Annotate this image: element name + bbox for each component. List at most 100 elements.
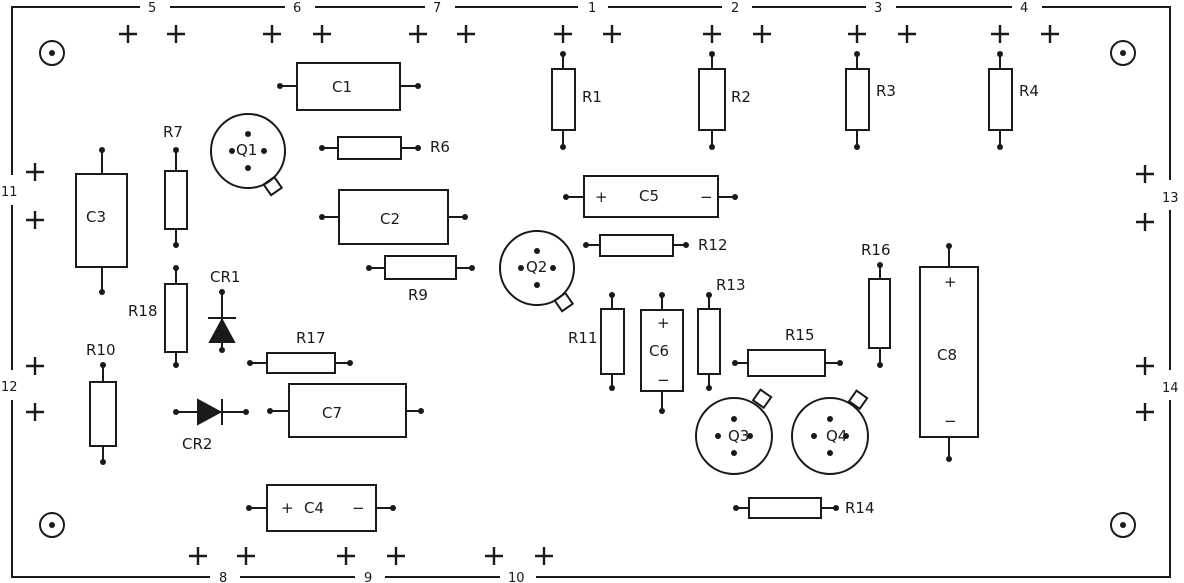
lead-dot [854, 51, 860, 57]
resistor-r17 [250, 352, 350, 374]
lead-dot [563, 194, 569, 200]
lead-dot [854, 144, 860, 150]
lead-dot [877, 262, 883, 268]
capacitor-c8 [919, 246, 979, 459]
lead-dot [560, 144, 566, 150]
resistor-r15 [735, 349, 840, 377]
c5-minus-mark: − [700, 188, 713, 206]
lead-dot [277, 83, 283, 89]
transistor-q1 [210, 113, 286, 197]
terminal-cross [237, 547, 255, 565]
terminal-cross [189, 547, 207, 565]
capacitor-c7 [270, 383, 421, 438]
lead-dot [946, 456, 952, 462]
terminal-cross [1136, 403, 1154, 421]
label-r12: R12 [698, 236, 728, 254]
lead-dot [833, 505, 839, 511]
lead-dot [518, 265, 524, 271]
label-r13: R13 [716, 276, 746, 294]
resistor-r3 [845, 54, 870, 147]
resistor-r1 [551, 54, 576, 147]
resistor-r16 [868, 265, 891, 365]
label-r11: R11 [568, 329, 598, 347]
lead-dot [843, 433, 849, 439]
terminal-cross [485, 547, 503, 565]
label-c2: C2 [380, 210, 400, 228]
edge-number-10: 10 [508, 571, 525, 583]
lead-dot [733, 505, 739, 511]
terminal-markers [26, 25, 1154, 565]
label-c5: C5 [639, 187, 659, 205]
lead-dot [731, 416, 737, 422]
lead-dot [583, 242, 589, 248]
lead-dot [997, 51, 1003, 57]
lead-dot [732, 194, 738, 200]
edge-number-1: 1 [588, 1, 596, 16]
c5-plus-mark: + [595, 188, 608, 206]
resistor-r14 [736, 497, 836, 519]
label-r7: R7 [163, 123, 183, 141]
lead-dot [706, 385, 712, 391]
lead-dot [99, 147, 105, 153]
lead-dot [173, 362, 179, 368]
label-r2: R2 [731, 88, 751, 106]
label-q1: Q1 [236, 141, 257, 159]
lead-dot [731, 450, 737, 456]
resistor-r6 [322, 136, 418, 160]
diode-cr2 [197, 398, 223, 426]
lead-dot [659, 292, 665, 298]
terminal-cross [554, 25, 572, 43]
lead-dot [534, 282, 540, 288]
resistor-r10 [89, 365, 117, 462]
edge-number-3: 3 [874, 1, 882, 16]
label-r6: R6 [430, 138, 450, 156]
transistor-q4 [791, 389, 869, 475]
capacitor-c6 [640, 295, 684, 411]
terminal-cross [1136, 165, 1154, 183]
label-r1: R1 [582, 88, 602, 106]
terminal-cross [753, 25, 771, 43]
resistor-r12 [586, 234, 686, 257]
lead-dot [747, 433, 753, 439]
c8-minus-mark: − [944, 412, 957, 430]
edge-number-2: 2 [731, 1, 739, 16]
terminal-cross [313, 25, 331, 43]
edge-number-14: 14 [1162, 381, 1179, 396]
edge-number-7: 7 [433, 1, 441, 16]
label-cr2: CR2 [182, 435, 212, 453]
label-r18: R18 [128, 302, 158, 320]
lead-dot [811, 433, 817, 439]
terminal-cross [263, 25, 281, 43]
lead-dot [173, 409, 179, 415]
label-r14: R14 [845, 499, 875, 517]
label-r16: R16 [861, 241, 891, 259]
lead-dot [415, 145, 421, 151]
terminal-cross [991, 25, 1009, 43]
capacitor-c3 [75, 150, 128, 292]
lead-dot [709, 144, 715, 150]
lead-dot [997, 144, 1003, 150]
mounting-hole [39, 40, 65, 66]
resistor-r11 [600, 295, 625, 388]
lead-dot [415, 83, 421, 89]
edge-number-4: 4 [1020, 1, 1028, 16]
label-r9: R9 [408, 286, 428, 304]
mounting-hole [39, 512, 65, 538]
label-c8: C8 [937, 346, 957, 364]
lead-dot [706, 292, 712, 298]
edge-number-13: 13 [1162, 191, 1179, 206]
label-c1: C1 [332, 78, 352, 96]
label-c6: C6 [649, 342, 669, 360]
lead-dot [261, 148, 267, 154]
terminal-cross [1136, 357, 1154, 375]
label-r4: R4 [1019, 82, 1039, 100]
c4-plus-mark: + [281, 499, 294, 517]
label-r10: R10 [86, 341, 116, 359]
terminal-cross [337, 547, 355, 565]
terminal-cross [119, 25, 137, 43]
terminal-cross [26, 211, 44, 229]
terminal-cross [848, 25, 866, 43]
resistor-r9 [369, 255, 472, 280]
lead-dot [267, 408, 273, 414]
